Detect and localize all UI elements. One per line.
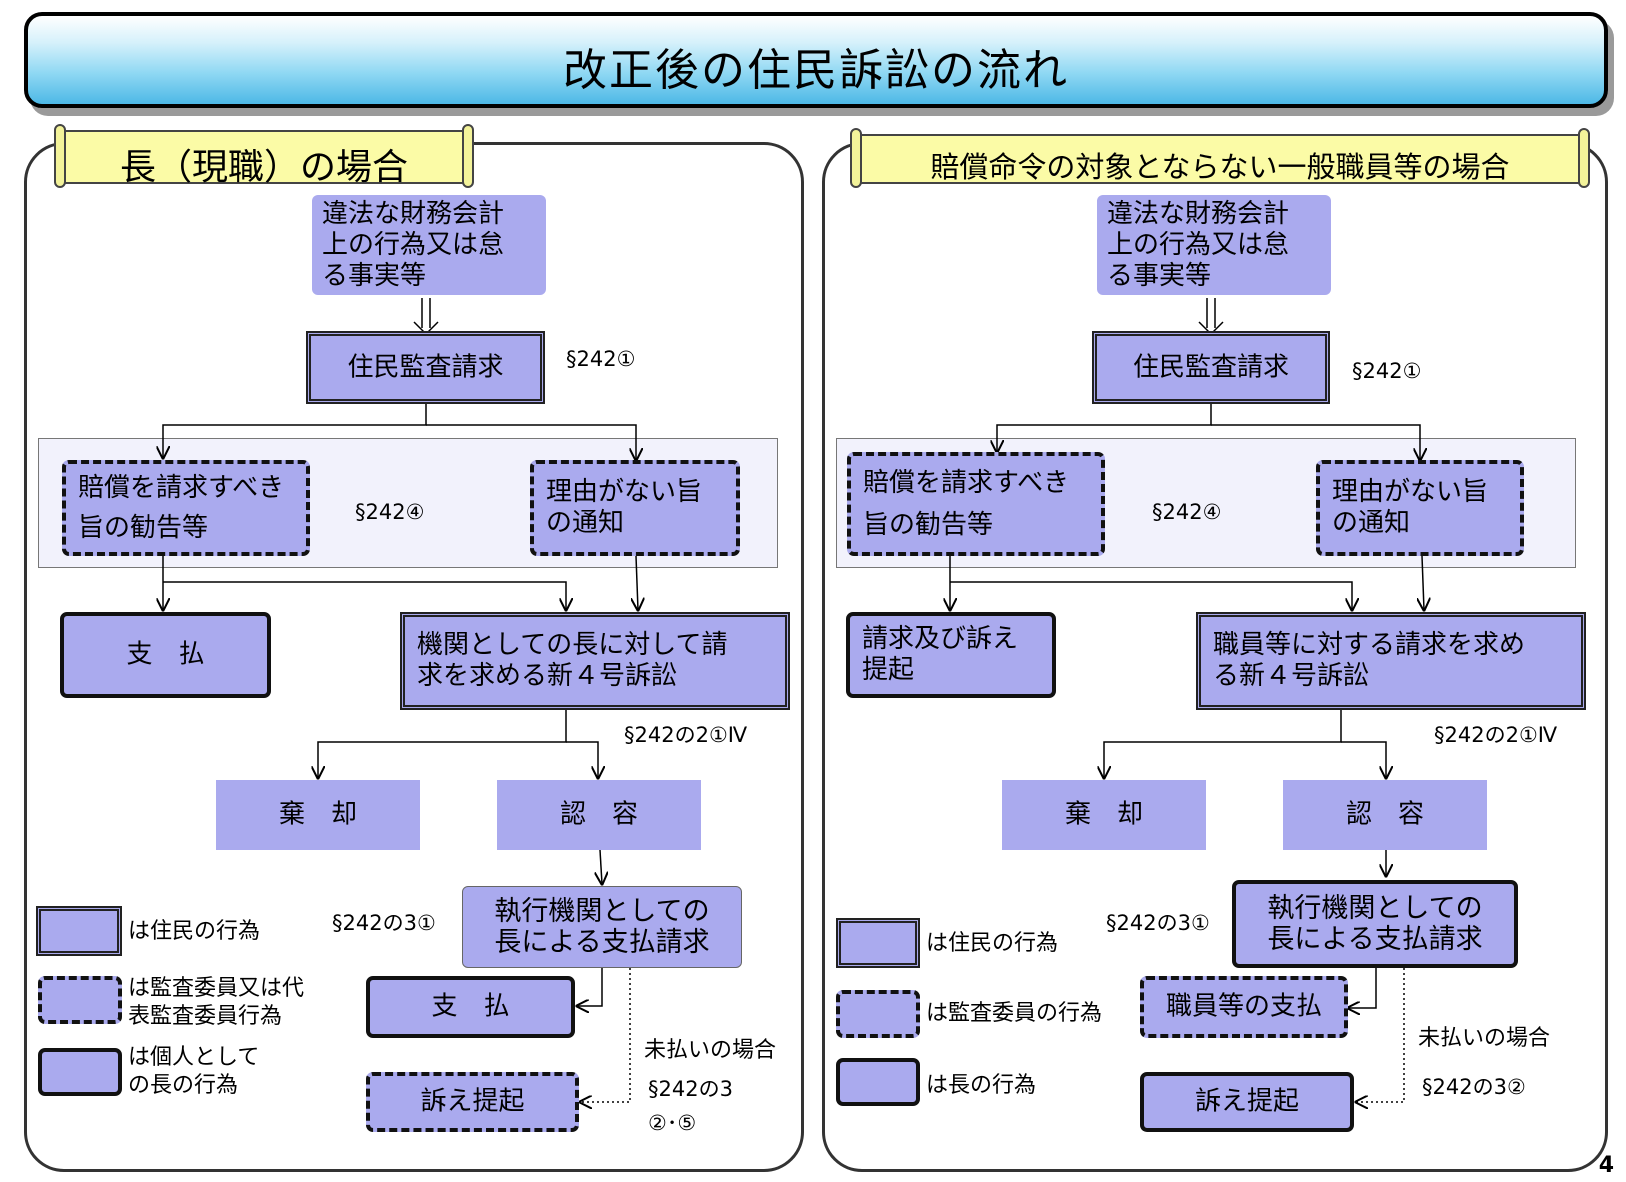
page-title: 改正後の住民訴訟の流れ (563, 45, 1069, 96)
left-recommend-text: 賠償を請求すべき 旨の勧告等 (78, 473, 285, 543)
left-lawsuit-box: 機関としての長に対して請 求を求める新４号訴訟 (400, 612, 790, 710)
right-unpaid: 未払いの場合 (1418, 1026, 1551, 1051)
right-dismiss-text: 棄 却 (1064, 799, 1143, 830)
right-sec-lawsuit: §242の2①Ⅳ (1434, 723, 1558, 747)
right-legend-mayor-swatch (836, 1058, 920, 1106)
right-heading: 賠償命令の対象とならない一般職員等の場合 (930, 150, 1510, 184)
right-request-box: 住民監査請求 (1092, 331, 1330, 404)
left-recommend-box: 賠償を請求すべき 旨の勧告等 (62, 460, 310, 556)
right-legend-auditor-swatch (836, 990, 920, 1038)
left-heading-banner: 長（現職）の場合 (54, 124, 474, 188)
left-sue-text: 訴え提起 (420, 1086, 525, 1117)
left-exec-box: 執行機関としての 長による支払請求 (462, 886, 742, 968)
left-notice-text: 理由がない旨 の通知 (546, 477, 703, 538)
left-approve-text: 認 容 (559, 799, 638, 830)
left-unpaid: 未払いの場合 (644, 1038, 777, 1063)
right-legend-mayor: は長の行為 (926, 1073, 1037, 1098)
right-sec-request: §242① (1352, 359, 1422, 383)
left-payment-box: 支 払 (60, 612, 271, 698)
right-staff-pay-text: 職員等の支払 (1165, 991, 1322, 1022)
left-sue-box: 訴え提起 (366, 1072, 579, 1132)
left-sec-request: §242① (566, 347, 636, 371)
right-recommend-box: 賠償を請求すべき 旨の勧告等 (847, 452, 1105, 556)
right-lawsuit-box: 職員等に対する請求を求め る新４号訴訟 (1196, 612, 1586, 710)
right-sec-unpaid: §242の3② (1422, 1075, 1526, 1099)
right-sec-recommend: §242④ (1152, 500, 1222, 524)
left-payment2-text: 支 払 (431, 991, 510, 1022)
left-exec-text: 執行機関としての 長による支払請求 (494, 896, 710, 958)
banner-curl-left (54, 124, 66, 188)
left-legend-auditor-swatch (38, 976, 122, 1024)
left-request-text: 住民監査請求 (347, 352, 504, 382)
left-legend-mayor-swatch (38, 1048, 122, 1096)
right-approve-box: 認 容 (1283, 780, 1487, 850)
left-dismiss-box: 棄 却 (216, 780, 420, 850)
right-approve-text: 認 容 (1345, 799, 1424, 830)
left-notice-box: 理由がない旨 の通知 (530, 460, 740, 556)
left-legend-resident: は住民の行為 (128, 919, 261, 944)
right-notice-text: 理由がない旨 の通知 (1332, 477, 1489, 538)
page-number: 4 (1598, 1153, 1614, 1178)
right-heading-banner: 賠償命令の対象とならない一般職員等の場合 (850, 128, 1590, 188)
left-fact-box: 違法な財務会計 上の行為又は怠 る事実等 (312, 195, 546, 295)
right-dismiss-box: 棄 却 (1002, 780, 1206, 850)
left-legend-mayor: は個人として の長の行為 (128, 1045, 260, 1098)
right-sue-text: 訴え提起 (1194, 1086, 1299, 1117)
right-fact-text: 違法な財務会計 上の行為又は怠 る事実等 (1107, 199, 1290, 291)
right-exec-text: 執行機関としての 長による支払請求 (1267, 893, 1483, 955)
right-legend-resident: は住民の行為 (926, 931, 1059, 956)
right-staff-pay-box: 職員等の支払 (1140, 976, 1348, 1038)
banner-curl-left (850, 128, 862, 188)
right-recommend-text: 賠償を請求すべき 旨の勧告等 (863, 468, 1070, 540)
right-claim-text: 請求及び訴え 提起 (862, 624, 1019, 685)
right-lawsuit-text: 職員等に対する請求を求め る新４号訴訟 (1213, 630, 1526, 691)
right-legend-resident-swatch (836, 918, 920, 968)
right-legend-auditor: は監査委員の行為 (926, 1001, 1103, 1026)
right-sue-box: 訴え提起 (1140, 1072, 1354, 1132)
banner-curl-right (1578, 128, 1590, 188)
banner-curl-right (462, 124, 474, 188)
left-legend-auditor: は監査委員又は代 表監査委員行為 (128, 976, 305, 1029)
left-payment-text: 支 払 (126, 639, 205, 670)
left-payment2-box: 支 払 (366, 976, 575, 1038)
right-exec-box: 執行機関としての 長による支払請求 (1232, 880, 1518, 968)
left-dismiss-text: 棄 却 (278, 799, 357, 830)
left-sec-lawsuit: §242の2①Ⅳ (624, 723, 748, 747)
left-fact-text: 違法な財務会計 上の行為又は怠 る事実等 (322, 199, 505, 291)
right-fact-box: 違法な財務会計 上の行為又は怠 る事実等 (1097, 195, 1331, 295)
left-sec-exec: §242の3① (332, 911, 436, 935)
left-lawsuit-text: 機関としての長に対して請 求を求める新４号訴訟 (417, 630, 728, 691)
left-approve-box: 認 容 (497, 780, 701, 850)
left-heading: 長（現職）の場合 (119, 147, 408, 188)
right-notice-box: 理由がない旨 の通知 (1316, 460, 1524, 556)
left-request-box: 住民監査請求 (306, 331, 545, 404)
left-sec-unpaid: §242の3 ②･⑤ (648, 1077, 733, 1135)
right-sec-exec: §242の3① (1106, 911, 1210, 935)
right-claim-box: 請求及び訴え 提起 (846, 612, 1056, 698)
left-legend-resident-swatch (36, 906, 122, 956)
title-bar: 改正後の住民訴訟の流れ (24, 12, 1608, 108)
right-request-text: 住民監査請求 (1132, 352, 1289, 382)
left-sec-recommend: §242④ (355, 500, 425, 524)
